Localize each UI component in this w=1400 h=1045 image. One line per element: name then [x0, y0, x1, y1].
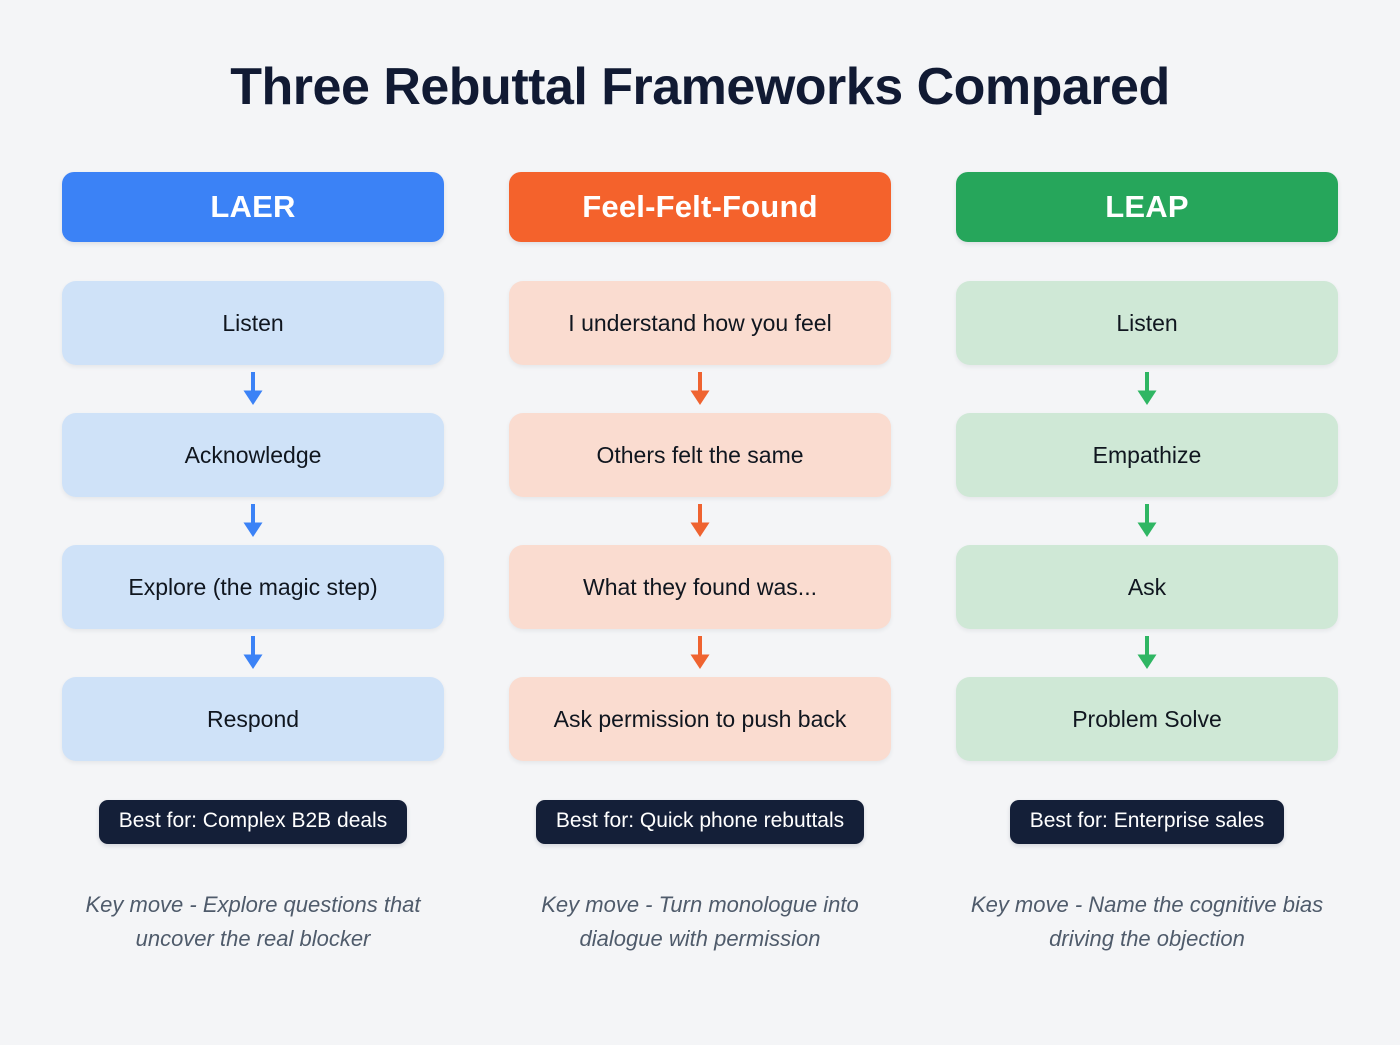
step-box[interactable]: Respond — [62, 677, 444, 761]
framework-column-leap: LEAP Listen Empathize Ask — [956, 172, 1338, 956]
step-box[interactable]: What they found was... — [509, 545, 891, 629]
column-header-leap[interactable]: LEAP — [956, 172, 1338, 242]
best-for-badge: Best for: Enterprise sales — [1009, 800, 1285, 844]
step-box[interactable]: Explore (the magic step) — [62, 545, 444, 629]
down-arrow-icon — [1134, 629, 1160, 677]
framework-columns: LAER Listen Acknowledge Explore (the — [62, 172, 1338, 956]
down-arrow-icon — [1134, 365, 1160, 413]
step-box[interactable]: Listen — [62, 281, 444, 365]
step-list-laer: Listen Acknowledge Explore (the magic st… — [62, 281, 444, 761]
step-box[interactable]: Others felt the same — [509, 413, 891, 497]
best-for-badge: Best for: Quick phone rebuttals — [535, 800, 865, 844]
step-box[interactable]: Ask — [956, 545, 1338, 629]
key-move-caption: Key move - Turn monologue into dialogue … — [541, 892, 859, 952]
down-arrow-icon — [1134, 497, 1160, 545]
key-move-caption: Key move - Explore questions that uncove… — [85, 892, 421, 952]
down-arrow-icon — [687, 497, 713, 545]
step-list-leap: Listen Empathize Ask — [956, 281, 1338, 761]
badge-wrapper: Best for: Quick phone rebuttals — [509, 800, 891, 844]
down-arrow-icon — [240, 365, 266, 413]
step-box[interactable]: Problem Solve — [956, 677, 1338, 761]
down-arrow-icon — [240, 497, 266, 545]
down-arrow-icon — [687, 629, 713, 677]
step-box[interactable]: Acknowledge — [62, 413, 444, 497]
column-header-laer[interactable]: LAER — [62, 172, 444, 242]
key-move-caption: Key move - Name the cognitive bias drivi… — [970, 892, 1324, 952]
step-list-feel-felt-found: I understand how you feel Others felt th… — [509, 281, 891, 761]
column-header-feel-felt-found[interactable]: Feel-Felt-Found — [509, 172, 891, 242]
best-for-badge: Best for: Complex B2B deals — [98, 800, 408, 844]
step-box[interactable]: Empathize — [956, 413, 1338, 497]
framework-column-laer: LAER Listen Acknowledge Explore (the — [62, 172, 444, 956]
step-box[interactable]: Ask permission to push back — [509, 677, 891, 761]
down-arrow-icon — [687, 365, 713, 413]
step-box[interactable]: Listen — [956, 281, 1338, 365]
step-box[interactable]: I understand how you feel — [509, 281, 891, 365]
framework-column-feel-felt-found: Feel-Felt-Found I understand how you fee… — [509, 172, 891, 956]
badge-wrapper: Best for: Complex B2B deals — [62, 800, 444, 844]
down-arrow-icon — [240, 629, 266, 677]
badge-wrapper: Best for: Enterprise sales — [956, 800, 1338, 844]
page-title: Three Rebuttal Frameworks Compared — [230, 58, 1170, 116]
